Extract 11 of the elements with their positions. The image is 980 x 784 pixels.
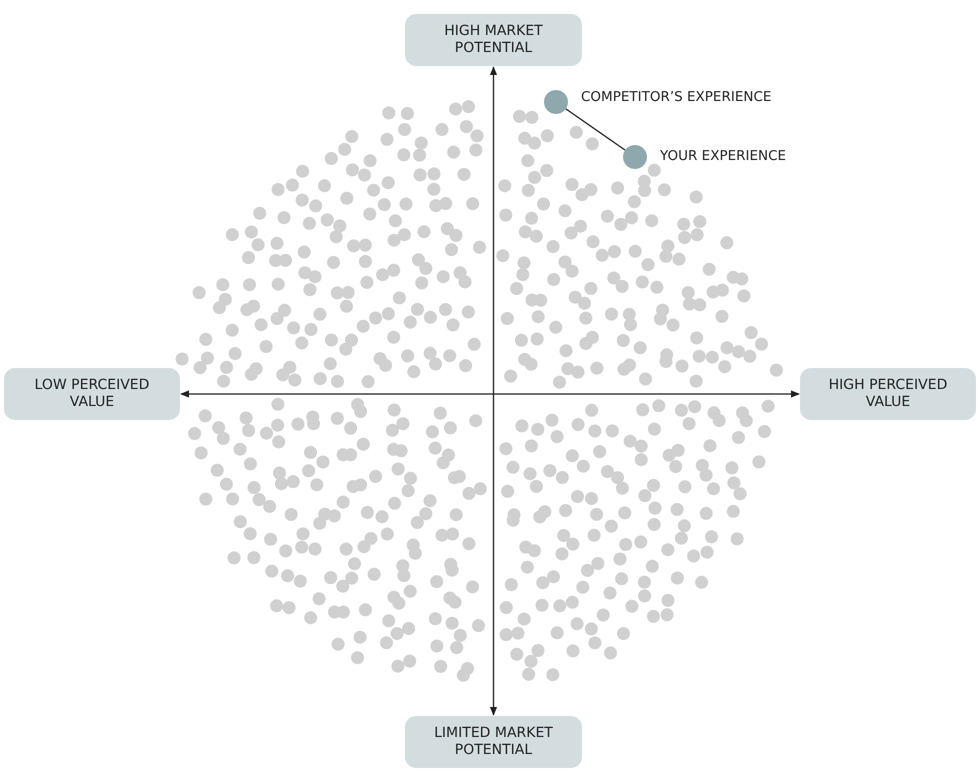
dot-label: YOUR EXPERIENCE — [660, 148, 786, 164]
axis-arrow — [490, 66, 498, 716]
highlight-dot — [623, 145, 647, 169]
axis-arrow — [180, 390, 800, 398]
dot-label: COMPETITOR’S EXPERIENCE — [581, 89, 772, 105]
axis-label-box: HIGH PERCEIVED VALUE — [800, 368, 976, 420]
axis-label-box: LIMITED MARKET POTENTIAL — [405, 716, 582, 768]
connector-line — [565, 108, 626, 151]
axis-label-box: LOW PERCEIVED VALUE — [4, 368, 180, 420]
highlight-dot — [544, 90, 568, 114]
axis-label-box: HIGH MARKET POTENTIAL — [405, 14, 582, 66]
